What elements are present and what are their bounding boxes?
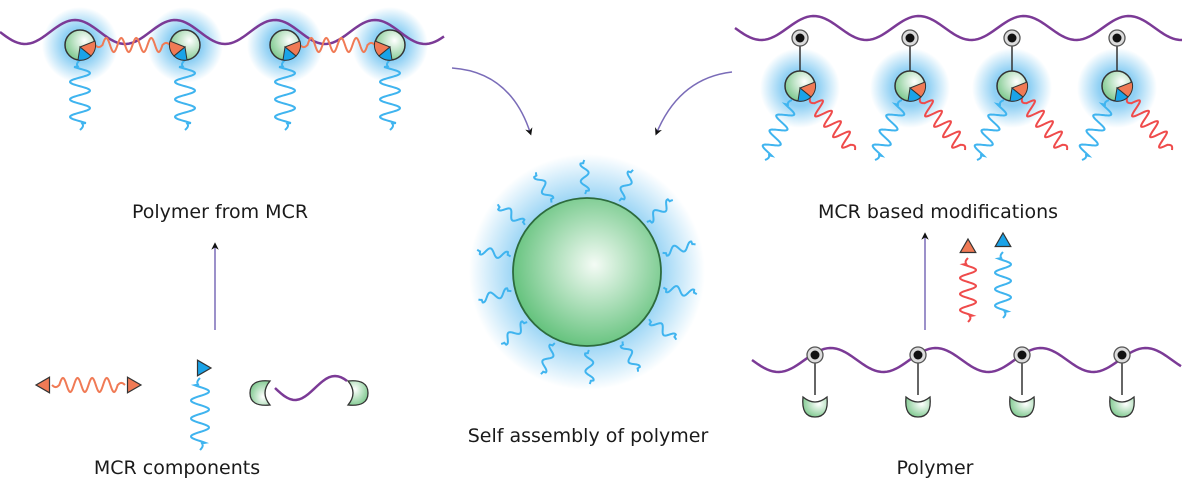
micelle-corona-chain: [618, 169, 634, 202]
red-side-chain-spring: [1020, 97, 1069, 151]
orange-bifunctional-spring: [51, 376, 126, 394]
mcr-bead-blue-wedge: [1114, 87, 1129, 102]
blue-side-chain-spring: [973, 99, 1008, 161]
mcr-bead-blue-wedge: [77, 46, 92, 61]
micelle-corona-chain: [648, 318, 678, 341]
green-cup-group: [905, 395, 931, 418]
blue-side-chain-spring: [69, 59, 91, 131]
micelle-corona-chain: [646, 198, 674, 224]
backbone-node: [1117, 350, 1127, 360]
orange-triangle-end: [126, 376, 143, 394]
mcr-bead-blue-wedge: [907, 87, 922, 102]
green-cup-component: [249, 380, 272, 406]
mcr-bead-blue-wedge: [173, 46, 188, 61]
micelle-corona-chain: [478, 287, 512, 304]
backbone-node: [1007, 33, 1017, 43]
micelle-corona-chain: [579, 159, 590, 195]
polymer-backbone-top-right: [734, 14, 1182, 42]
blue-side-chain-spring: [761, 99, 796, 161]
backbone-node: [905, 33, 915, 43]
backbone-node: [1017, 350, 1027, 360]
mcr-bead-blue-wedge: [1009, 87, 1024, 102]
label-mcr-modifications: MCR based modifications: [818, 201, 1058, 223]
green-cup-component: [346, 380, 369, 406]
green-cup-group: [1009, 395, 1035, 418]
backbone-node: [810, 350, 820, 360]
red-side-chain-spring: [918, 97, 967, 151]
micelle-corona-chain: [496, 203, 526, 226]
green-cup-group: [802, 395, 828, 418]
micelle-corona-chain: [584, 349, 595, 385]
green-cup-group: [1109, 395, 1135, 418]
mcr-bead-blue-wedge: [797, 87, 812, 102]
arrow-to-self-assembly-left: [451, 67, 533, 136]
blue-side-chain-spring: [379, 59, 401, 131]
orange-triangle-end: [34, 376, 51, 394]
polymer-backbone-top-left: [0, 18, 445, 46]
orange-linker-spring: [299, 36, 376, 54]
blue-side-chain-spring: [1078, 99, 1113, 161]
blue-side-chain-spring: [871, 99, 906, 161]
component-backbone: [274, 374, 348, 402]
shapes-layer: [0, 14, 1182, 451]
micelle-core-sphere: [512, 197, 662, 347]
orange-linker-spring: [94, 36, 171, 54]
blue-side-chain-spring: [174, 59, 196, 131]
orange-triangle-reagent: [959, 237, 977, 254]
blue-reagent-spring: [994, 251, 1012, 319]
arrow-to-self-assembly-right: [655, 71, 733, 136]
mcr-bead-blue-wedge: [282, 46, 297, 61]
micelle-corona-chain: [619, 341, 641, 372]
micelle-corona-chain: [662, 285, 698, 297]
micelle-corona-chain: [500, 320, 528, 346]
polymer-backbone-bottom: [751, 346, 1182, 374]
micelle-corona-chain: [662, 240, 696, 257]
blue-component-spring: [190, 377, 210, 451]
blue-triangle-reagent: [994, 231, 1012, 248]
label-polymer-from-mcr: Polymer from MCR: [132, 201, 308, 223]
label-mcr-components: MCR components: [94, 457, 260, 479]
micelle-corona-chain: [533, 172, 555, 203]
label-polymer: Polymer: [897, 457, 974, 479]
blue-side-chain-spring: [274, 59, 296, 131]
red-reagent-spring: [959, 257, 977, 323]
backbone-node: [913, 350, 923, 360]
micelle-corona-chain: [540, 342, 556, 375]
micelle-corona-chain: [476, 247, 512, 259]
backbone-node: [795, 33, 805, 43]
blue-triangle-component: [196, 359, 213, 377]
backbone-node: [1112, 33, 1122, 43]
mcr-bead-blue-wedge: [378, 46, 393, 61]
red-side-chain-spring: [1125, 97, 1174, 151]
red-side-chain-spring: [808, 97, 857, 151]
label-self-assembly: Self assembly of polymer: [468, 425, 709, 447]
